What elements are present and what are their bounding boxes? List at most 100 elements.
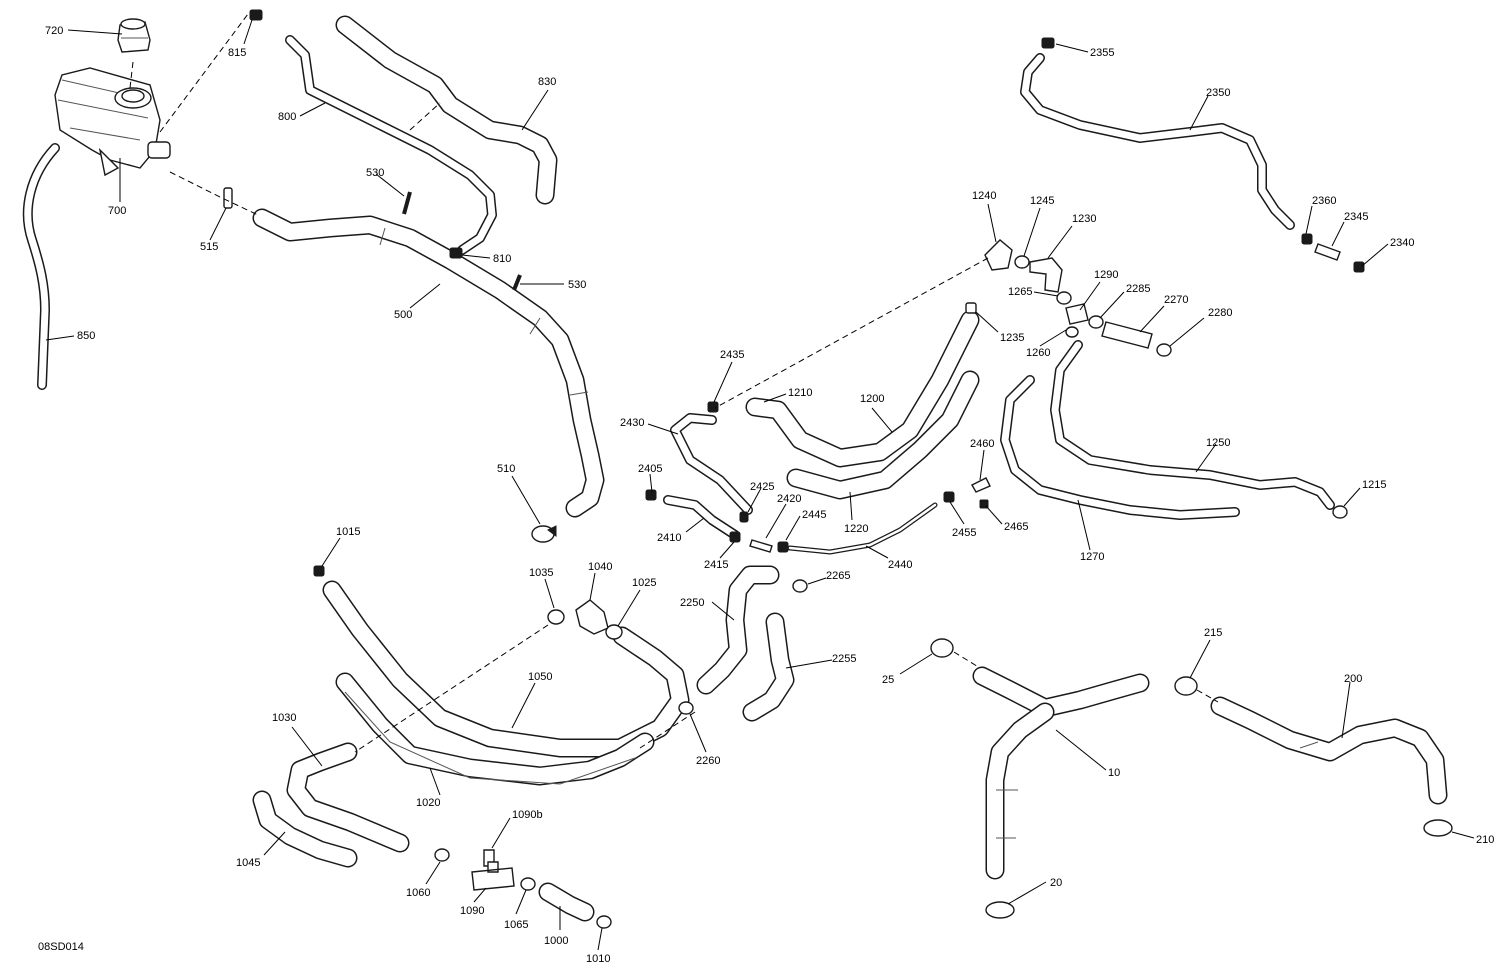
callout-1020: 1020 (416, 797, 440, 809)
callout-500: 500 (394, 309, 412, 321)
hose-830 (335, 15, 558, 205)
clamp-2455 (943, 491, 955, 503)
tee-fitting-1090 (471, 861, 515, 891)
fitting-2425 (739, 511, 749, 523)
hose-1200 (745, 310, 980, 468)
callout-1245: 1245 (1030, 195, 1054, 207)
clamp-2265 (792, 579, 808, 593)
clamp-1215 (1332, 505, 1348, 519)
callout-2460: 2460 (970, 438, 994, 450)
clamps-bottom-right (930, 638, 1453, 919)
hose-1000 (538, 882, 595, 922)
clamp-1010 (596, 915, 612, 929)
callout-2410: 2410 (657, 532, 681, 544)
callout-1090b: 1090b (512, 809, 543, 821)
callout-850: 850 (77, 330, 95, 342)
callout-700: 700 (108, 205, 126, 217)
callout-1025: 1025 (632, 577, 656, 589)
callout-1290: 1290 (1094, 269, 1118, 281)
clamp-2435 (707, 401, 719, 413)
small-parts-top-left (223, 9, 557, 543)
callout-10: 10 (1108, 767, 1120, 779)
small-parts-2350-group (1041, 37, 1365, 273)
clamp-815 (249, 9, 263, 21)
callout-1040: 1040 (588, 561, 612, 573)
diagram-code: 08SD014 (38, 941, 84, 953)
callout-510: 510 (497, 463, 515, 475)
callout-1260: 1260 (1026, 347, 1050, 359)
callout-2265: 2265 (826, 570, 850, 582)
callout-1000: 1000 (544, 935, 568, 947)
callout-2355: 2355 (1090, 47, 1114, 59)
fitting-1235 (965, 302, 977, 314)
callout-2440: 2440 (888, 559, 912, 571)
callout-20: 20 (1050, 877, 1062, 889)
callout-25: 25 (882, 674, 894, 686)
hose-1050 (322, 580, 690, 758)
clamp-1245 (1014, 255, 1030, 269)
hose-1250 (1050, 340, 1335, 510)
clamp-20 (985, 901, 1015, 919)
hose-2430 (670, 413, 753, 515)
callout-2445: 2445 (802, 509, 826, 521)
fitting-1015 (313, 565, 325, 577)
fitting-1290 (1065, 303, 1089, 325)
callout-2285: 2285 (1126, 283, 1150, 295)
callout-1090: 1090 (460, 905, 484, 917)
clamp-2415 (729, 531, 741, 543)
callout-200: 200 (1344, 673, 1362, 685)
callout-720: 720 (45, 25, 63, 37)
callout-1210: 1210 (788, 387, 812, 399)
hose-1045 (252, 790, 358, 868)
callout-210: 210 (1476, 834, 1494, 846)
callout-530-lower: 530 (568, 279, 586, 291)
coolant-reservoir-tank (54, 67, 161, 169)
callout-2425: 2425 (750, 481, 774, 493)
callout-1030: 1030 (272, 712, 296, 724)
small-parts-1000-group (313, 565, 623, 929)
clamp-2445 (777, 541, 789, 553)
hose-800 (285, 35, 497, 255)
callout-800: 800 (278, 111, 296, 123)
valve-2345 (1314, 243, 1341, 261)
fittings-1240-group (965, 239, 1172, 357)
callout-815: 815 (228, 47, 246, 59)
clamp-2260 (678, 701, 694, 715)
clamp-1065 (520, 877, 536, 891)
clamp-1260 (1065, 326, 1079, 338)
clamp-810 (449, 247, 463, 259)
fitting-515 (223, 187, 233, 209)
callout-1050: 1050 (528, 671, 552, 683)
bolt-530-upper (402, 191, 412, 215)
hose-1270 (1000, 375, 1240, 520)
small-parts-2400-group (645, 401, 991, 553)
clamp-2285 (1088, 315, 1104, 329)
hose-2410 (663, 495, 740, 540)
hose-500 (252, 208, 605, 518)
clamp-2280 (1156, 343, 1172, 357)
clamp-2405 (645, 489, 657, 501)
callout-215: 215 (1204, 627, 1222, 639)
cap-2340 (1353, 261, 1365, 273)
callout-2250: 2250 (680, 597, 704, 609)
hose-2270 (1101, 321, 1153, 349)
hose-1220 (786, 370, 980, 500)
clamp-1265 (1056, 291, 1072, 305)
clamp-1035 (547, 609, 565, 625)
callout-2435: 2435 (720, 349, 744, 361)
callout-1235: 1235 (1000, 332, 1024, 344)
callout-1200: 1200 (860, 393, 884, 405)
callout-515: 515 (200, 241, 218, 253)
callout-1035: 1035 (529, 567, 553, 579)
callout-2415: 2415 (704, 559, 728, 571)
coolant-reservoir-group (54, 18, 171, 177)
callout-1215: 1215 (1362, 479, 1386, 491)
callout-1230: 1230 (1072, 213, 1096, 225)
clamp-25 (930, 638, 954, 658)
callout-2270: 2270 (1164, 294, 1188, 306)
hose-2250 (696, 565, 780, 695)
hose-200 (1210, 696, 1448, 805)
callout-2465: 2465 (1004, 521, 1028, 533)
fitting-2420 (749, 539, 773, 553)
callout-1220: 1220 (844, 523, 868, 535)
